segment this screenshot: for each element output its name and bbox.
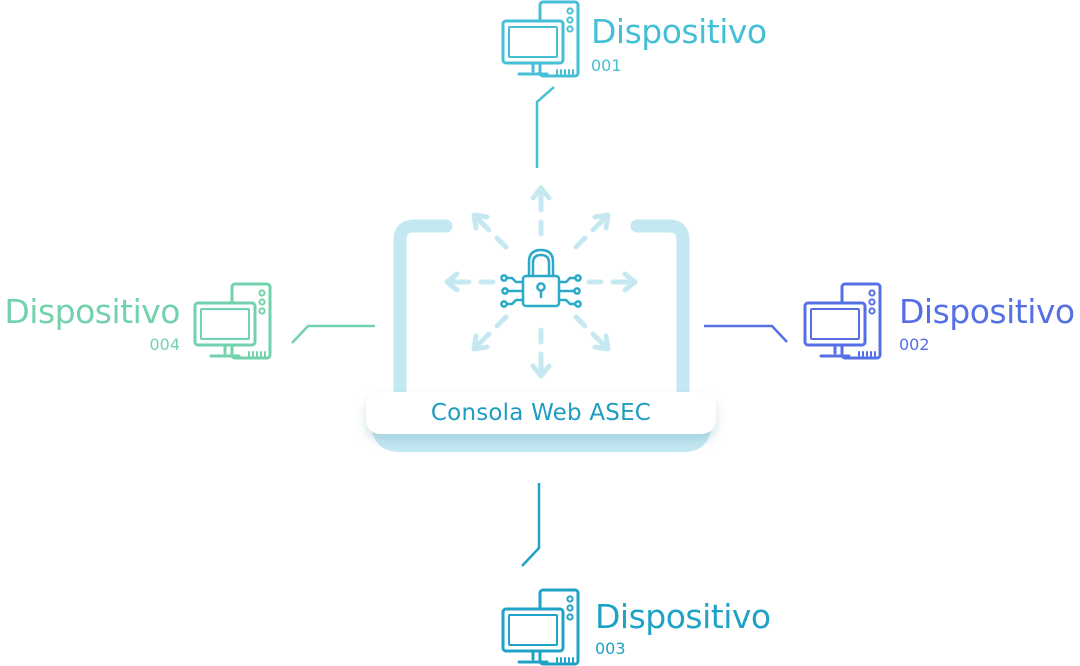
desktop-computer-icon (193, 282, 272, 360)
device-001-title: Dispositivo (591, 12, 767, 51)
device-002-code: 002 (899, 335, 930, 354)
connector-002 (704, 324, 788, 343)
arrow-down-left (471, 314, 509, 352)
arrow-up-left (471, 212, 509, 250)
connector-004 (291, 324, 375, 344)
arrow-down (530, 327, 552, 379)
console-label: Consola Web ASEC (430, 400, 652, 426)
desktop-computer-icon (501, 0, 580, 78)
device-004-title: Dispositivo (4, 292, 180, 331)
device-003-title: Dispositivo (595, 597, 771, 636)
device-001-code: 001 (591, 56, 622, 75)
arrow-down-right (573, 314, 611, 352)
radial-arrows (444, 185, 638, 379)
device-002-title: Dispositivo (899, 292, 1075, 331)
desktop-computer-icon (501, 588, 580, 666)
console-label-bar: Consola Web ASEC (366, 392, 716, 434)
desktop-computer-icon (803, 282, 882, 360)
arrow-right (586, 271, 638, 293)
arrow-left (444, 271, 496, 293)
device-004-code: 004 (149, 335, 180, 354)
device-003-code: 003 (595, 639, 626, 658)
connector-001 (535, 86, 555, 168)
padlock-circuit-icon (500, 248, 582, 308)
console-frame (372, 219, 711, 452)
arrow-up-right (573, 212, 611, 250)
arrow-up (530, 185, 552, 237)
connector-003 (521, 483, 541, 567)
